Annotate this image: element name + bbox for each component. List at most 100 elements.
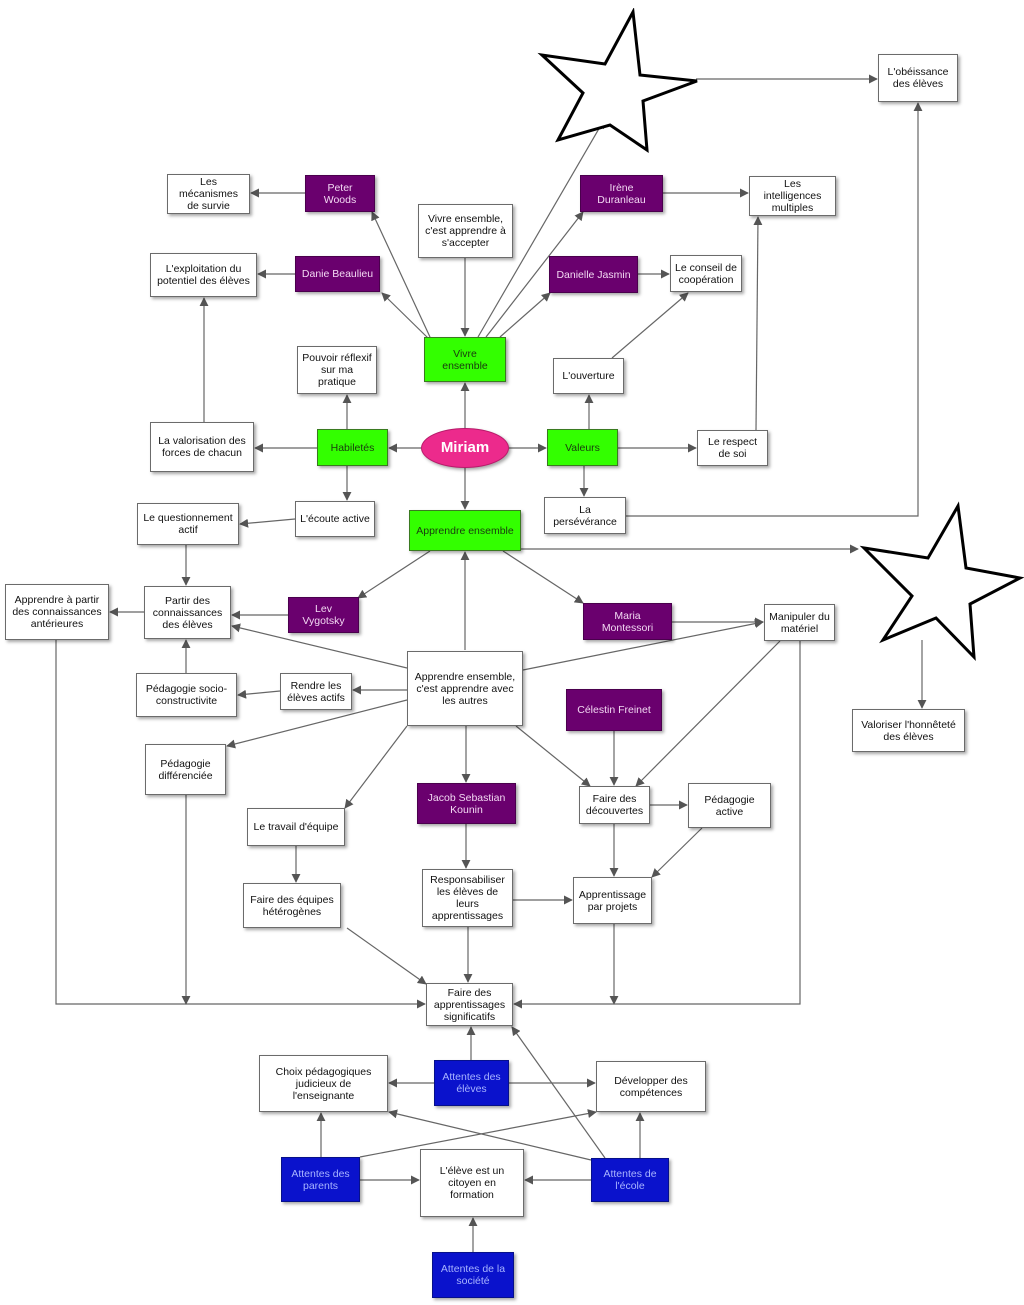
node-label: Vivre ensemble (442, 347, 488, 372)
author-peter-woods[interactable]: Peter Woods (305, 175, 375, 212)
center-node-miriam[interactable]: Miriam (421, 428, 509, 468)
author-danielle-jasmin[interactable]: Danielle Jasmin (549, 256, 638, 293)
node-label: L'ouverture (562, 370, 615, 382)
node-conseil-cooperation[interactable]: Le conseil de coopération (670, 255, 742, 292)
node-obeissance[interactable]: L'obéissance des élèves (878, 54, 958, 102)
node-label: Irène Duranleau (597, 181, 646, 206)
node-label: Jacob Sebastian Kounin (427, 791, 506, 816)
node-label: Les intelligences multiples (763, 178, 822, 214)
connector-arrow (346, 927, 427, 985)
connector-arrow (231, 623, 408, 669)
node-label: Danielle Jasmin (556, 268, 631, 281)
star-shape-top (537, 8, 698, 153)
author-celestin-freinet[interactable]: Célestin Freinet (566, 689, 662, 731)
node-ecoute-active[interactable]: L'écoute active (295, 501, 375, 537)
connector-arrow (511, 1026, 606, 1159)
node-rendre-actifs[interactable]: Rendre les élèves actifs (280, 673, 352, 710)
node-label: Célestin Freinet (577, 704, 651, 716)
node-label: L'exploitation du potentiel des élèves (157, 263, 250, 287)
node-label: Apprendre à partir des connaissances ant… (12, 594, 102, 630)
node-label: Responsabiliser les élèves de leurs appr… (430, 874, 505, 922)
connector-arrow (515, 725, 591, 787)
node-label: Faire des découvertes (585, 793, 644, 817)
node-label: Pouvoir réflexif sur ma pratique (302, 352, 372, 388)
expectation-attentes-ecole[interactable]: Attentes de l'école (591, 1158, 669, 1202)
author-danie-beaulieu[interactable]: Danie Beaulieu (295, 256, 380, 292)
node-apprentissages-significatifs[interactable]: Faire des apprentissages significatifs (426, 983, 513, 1026)
author-irene-duranleau[interactable]: Irène Duranleau (580, 175, 663, 212)
node-questionnement-actif[interactable]: Le questionnement actif (137, 503, 239, 545)
node-label: Pédagogie socio-constructivite (145, 683, 228, 707)
node-pedagogie-socio[interactable]: Pédagogie socio-constructivite (136, 673, 237, 717)
node-pedagogie-active[interactable]: Pédagogie active (688, 783, 771, 828)
node-apprendre-connaissances[interactable]: Apprendre à partir des connaissances ant… (5, 584, 109, 640)
node-habiletes[interactable]: Habiletés (317, 429, 388, 466)
node-label: Attentes des parents (291, 1167, 350, 1192)
node-manipuler-materiel[interactable]: Manipuler du matériel (764, 604, 835, 641)
node-label: Apprendre ensemble, c'est apprendre avec… (414, 670, 516, 707)
node-label: Faire des équipes hétérogènes (250, 893, 334, 918)
node-apprendre-avec-autres[interactable]: Apprendre ensemble, c'est apprendre avec… (407, 651, 523, 726)
connector-arrow (237, 689, 281, 699)
node-label: Attentes des élèves (442, 1071, 501, 1095)
node-equipes-heterogenes[interactable]: Faire des équipes hétérogènes (243, 883, 341, 928)
connector-arrow (381, 292, 431, 341)
connector-arrow (344, 725, 408, 809)
node-faire-decouvertes[interactable]: Faire des découvertes (579, 786, 650, 824)
author-jacob-kounin[interactable]: Jacob Sebastian Kounin (417, 783, 516, 824)
node-apprentissage-projets[interactable]: Apprentissage par projets (573, 877, 652, 924)
connector-arrow (477, 119, 605, 338)
node-label: L'élève est un citoyen en formation (439, 1165, 505, 1201)
node-label: Apprendre ensemble (416, 524, 514, 537)
node-label: Miriam (440, 439, 490, 456)
connector-arrow (522, 619, 764, 671)
node-responsabiliser[interactable]: Responsabiliser les élèves de leurs appr… (422, 869, 513, 927)
node-label: Les mécanismes de survie (179, 176, 238, 212)
node-partir-connaissances[interactable]: Partir des connaissances des élèves (144, 586, 231, 639)
connector-arrow (499, 292, 551, 338)
star-shape-right (859, 501, 1024, 662)
node-label: Pédagogie active (704, 793, 755, 818)
connector-arrow (359, 1109, 597, 1158)
node-label: Développer des compétences (614, 1074, 688, 1099)
node-mecanismes-survie[interactable]: Les mécanismes de survie (167, 174, 250, 214)
node-label: Le conseil de coopération (675, 261, 737, 286)
node-label: Habiletés (330, 441, 375, 454)
node-label: Lev Vygotsky (302, 603, 345, 627)
node-choix-pedagogiques[interactable]: Choix pédagogiques judicieux de l'enseig… (259, 1055, 388, 1112)
node-label: Partir des connaissances des élèves (152, 594, 223, 631)
node-perseverance[interactable]: La persévérance (544, 497, 626, 534)
connector-arrow (226, 699, 408, 749)
connector-arrow (651, 827, 703, 878)
node-pedagogie-differenciee[interactable]: Pédagogie différenciée (145, 744, 226, 795)
node-label: La persévérance (553, 503, 617, 528)
expectation-attentes-parents[interactable]: Attentes des parents (281, 1157, 360, 1202)
node-ouverture[interactable]: L'ouverture (553, 358, 624, 394)
node-label: La valorisation des forces de chacun (158, 435, 246, 459)
node-developper-competences[interactable]: Développer des compétences (596, 1061, 706, 1112)
node-label: Attentes de l'école (603, 1168, 657, 1192)
connector-arrow (502, 550, 584, 604)
node-label: Le respect de soi (707, 436, 758, 460)
node-apprendre-ensemble[interactable]: Apprendre ensemble (409, 510, 521, 551)
node-valorisation-forces[interactable]: La valorisation des forces de chacun (150, 422, 254, 472)
author-maria-montessori[interactable]: Maria Montessori (583, 603, 672, 640)
node-label: Apprentissage par projets (578, 888, 647, 913)
author-lev-vygotsky[interactable]: Lev Vygotsky (288, 597, 359, 633)
connector-arrow (55, 640, 426, 1009)
node-label: Valoriser l'honnêteté des élèves (861, 718, 956, 743)
expectation-attentes-societe[interactable]: Attentes de la société (432, 1252, 514, 1298)
node-valoriser-honnetete[interactable]: Valoriser l'honnêteté des élèves (852, 709, 965, 752)
node-intelligences-multiples[interactable]: Les intelligences multiples (749, 176, 836, 216)
node-exploitation-potentiel[interactable]: L'exploitation du potentiel des élèves (150, 253, 257, 297)
node-citoyen-formation[interactable]: L'élève est un citoyen en formation (420, 1149, 524, 1217)
expectation-attentes-eleves[interactable]: Attentes des élèves (434, 1060, 509, 1106)
node-travail-equipe[interactable]: Le travail d'équipe (247, 808, 345, 846)
node-pouvoir-reflexif[interactable]: Pouvoir réflexif sur ma pratique (297, 346, 377, 394)
node-valeurs[interactable]: Valeurs (547, 429, 618, 466)
connector-arrow (485, 211, 584, 338)
node-vivre-ensemble[interactable]: Vivre ensemble (424, 337, 506, 382)
node-respect-soi[interactable]: Le respect de soi (697, 430, 768, 466)
node-vivre-accepter[interactable]: Vivre ensemble, c'est apprendre à s'acce… (418, 204, 513, 258)
